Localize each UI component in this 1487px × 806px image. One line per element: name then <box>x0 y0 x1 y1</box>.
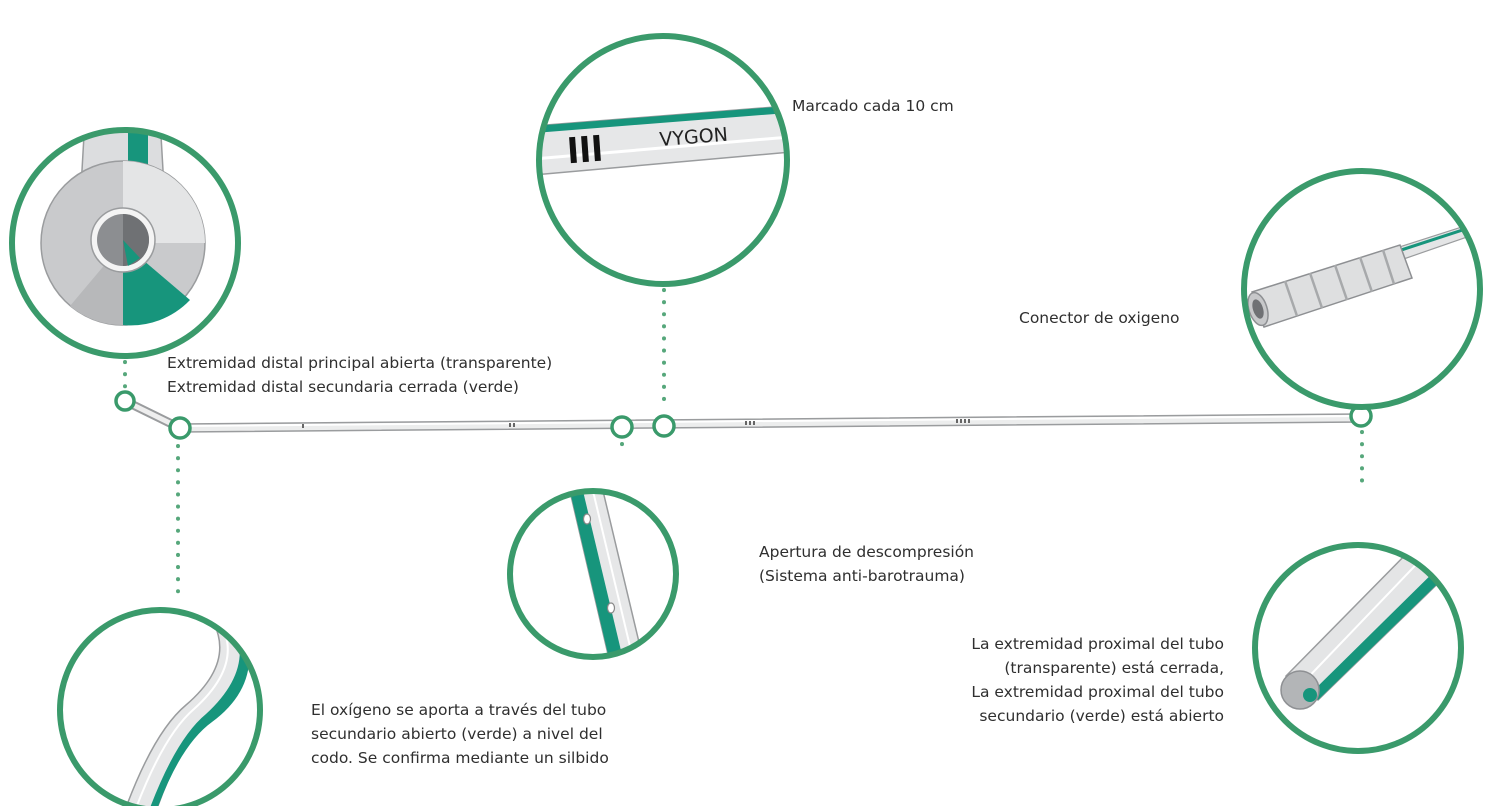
marker-marking <box>652 414 676 438</box>
label-marking: Marcado cada 10 cm <box>792 97 954 115</box>
main-catheter <box>120 396 1362 433</box>
label-distal-end: Extremidad distal principal abierta (tra… <box>167 354 553 396</box>
brand-text: VYGON <box>659 124 729 151</box>
marker-elbow <box>168 416 192 440</box>
leader-lines <box>123 288 1364 598</box>
zoom-marking: VYGON <box>536 33 790 287</box>
tube-depth-marks <box>302 419 970 428</box>
label-proximal-end: La extremidad proximal del tubo (transpa… <box>971 635 1224 725</box>
zoom-connector <box>1241 168 1483 410</box>
label-oxygen-elbow: El oxígeno se aporta a través del tubo s… <box>311 701 609 767</box>
depth-mark-bars <box>569 134 601 164</box>
label-connector: Conector de oxigeno <box>1019 309 1180 327</box>
zoom-decompression <box>507 488 679 660</box>
marker-decompression <box>610 415 634 439</box>
zoom-elbow <box>57 607 263 806</box>
location-markers <box>114 390 1373 440</box>
zoom-distal-end <box>9 127 241 359</box>
zoom-proximal-end <box>1252 542 1464 754</box>
marker-distal-tip <box>114 390 136 412</box>
label-decompression: Apertura de descompresión (Sistema anti-… <box>759 543 975 585</box>
